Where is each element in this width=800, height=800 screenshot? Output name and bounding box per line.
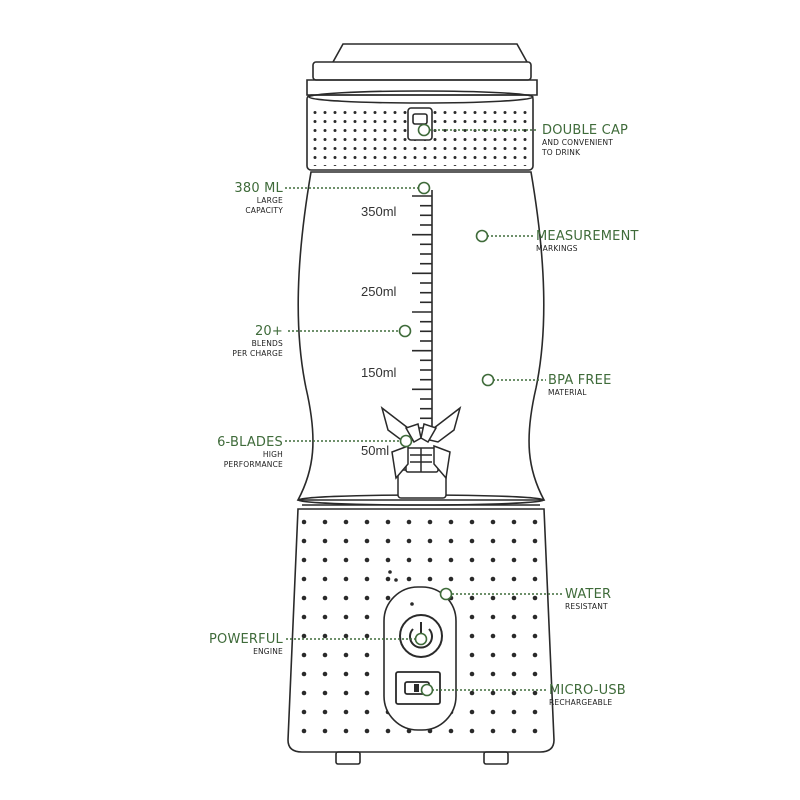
scale-label-250: 250ml xyxy=(361,284,397,299)
feature-sub: PERFORMANCE xyxy=(223,460,283,469)
feature-sub: RESISTANT xyxy=(565,602,608,611)
scale-label-150: 150ml xyxy=(361,365,397,380)
feature-sub: BLENDS xyxy=(251,339,283,348)
callout-lines xyxy=(285,123,562,697)
cap-latch xyxy=(407,107,433,141)
feature-title: 380 ML xyxy=(234,181,283,196)
scale-label-350: 350ml xyxy=(361,204,397,219)
blade-assembly xyxy=(380,406,462,499)
feature-sub: PER CHARGE xyxy=(232,349,283,358)
feature-title: POWERFUL xyxy=(208,632,283,647)
feature-micro-usb: MICRO-USB RECHARGEABLE xyxy=(549,683,626,708)
base xyxy=(287,508,555,765)
feature-capacity: 380 ML LARGE CAPACITY xyxy=(234,181,283,216)
feature-title: MICRO-USB xyxy=(549,683,626,698)
feature-measurement: MEASUREMENT MARKINGS xyxy=(536,229,639,254)
feature-bpa-free: BPA FREE MATERIAL xyxy=(548,373,612,398)
lid xyxy=(306,43,538,171)
feature-title: MEASUREMENT xyxy=(536,229,639,244)
feature-water: WATER RESISTANT xyxy=(565,587,611,612)
feature-title: BPA FREE xyxy=(548,373,612,388)
feature-sub: AND CONVENIENT xyxy=(542,138,614,147)
measurement-ticks xyxy=(412,190,433,432)
feature-title: 20+ xyxy=(254,324,283,339)
feature-title: WATER xyxy=(565,587,612,602)
feature-sub: TO DRINK xyxy=(542,148,581,157)
usb-port-icon[interactable] xyxy=(395,671,441,705)
feature-sub: CAPACITY xyxy=(245,206,283,215)
feature-title: 6-BLADES xyxy=(217,435,283,450)
power-icon[interactable] xyxy=(399,614,443,658)
feature-title: DOUBLE CAP xyxy=(542,123,629,138)
feature-sub: ENGINE xyxy=(253,647,283,656)
feature-sub: RECHARGEABLE xyxy=(549,698,613,707)
scale-label-50: 50ml xyxy=(361,443,390,458)
feature-sub: MARKINGS xyxy=(536,244,578,253)
feature-sub: LARGE xyxy=(256,196,283,205)
feature-blends: 20+ BLENDS PER CHARGE xyxy=(232,324,283,359)
feature-sub: MATERIAL xyxy=(548,388,587,397)
feature-blades: 6-BLADES HIGH PERFORMANCE xyxy=(217,435,283,470)
feature-engine: POWERFUL ENGINE xyxy=(209,632,283,657)
feature-double-cap: DOUBLE CAP AND CONVENIENT TO DRINK xyxy=(542,123,628,158)
feature-sub: HIGH xyxy=(262,450,283,459)
